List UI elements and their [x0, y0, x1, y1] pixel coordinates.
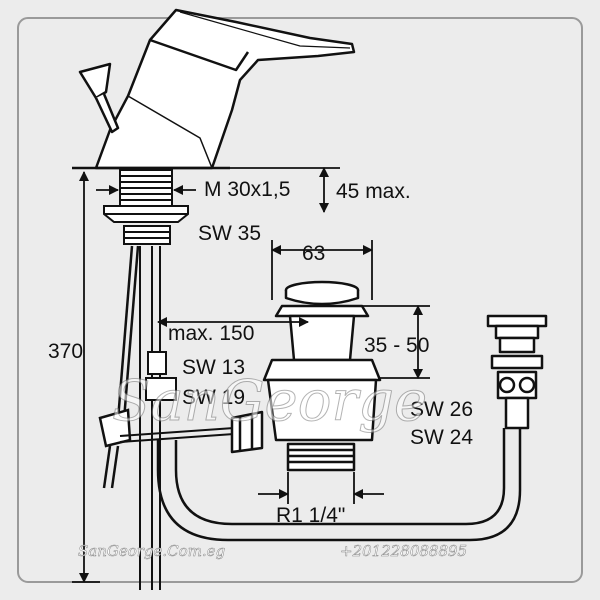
watermark-site: SanGeorge.Com.eg [78, 542, 225, 560]
linkage-rod [119, 427, 235, 443]
max-height-label: 45 max. [336, 180, 411, 203]
width-63-label: 63 [302, 242, 325, 265]
thread-label: M 30x1,5 [204, 178, 290, 201]
supply-hoses [139, 246, 161, 590]
sw13-label: SW 13 [182, 356, 245, 379]
popup-rod-knob [78, 62, 120, 134]
range-35-50-label: 35 - 50 [364, 334, 429, 357]
popup-rod [98, 245, 140, 489]
dimension-lines [72, 167, 430, 583]
frame [17, 17, 583, 583]
sw13-nut [147, 351, 167, 375]
angle-valve [486, 314, 548, 430]
threaded-shank [103, 169, 189, 245]
max-150-label: max. 150 [168, 322, 254, 345]
watermark-brand: SanGeorge [112, 369, 427, 434]
u-hose [156, 428, 522, 542]
height-370-label: 370 [48, 340, 83, 363]
sw24-label: SW 24 [410, 426, 473, 449]
sw19-nut [145, 377, 177, 401]
watermark-phone: +201228088895 [340, 542, 467, 560]
sw19-label: SW 19 [182, 386, 245, 409]
sw35-label: SW 35 [198, 222, 261, 245]
sw26-label: SW 26 [410, 398, 473, 421]
popup-drain [230, 280, 382, 472]
faucet-body [94, 8, 356, 170]
r114-label: R1 1/4" [276, 504, 345, 527]
